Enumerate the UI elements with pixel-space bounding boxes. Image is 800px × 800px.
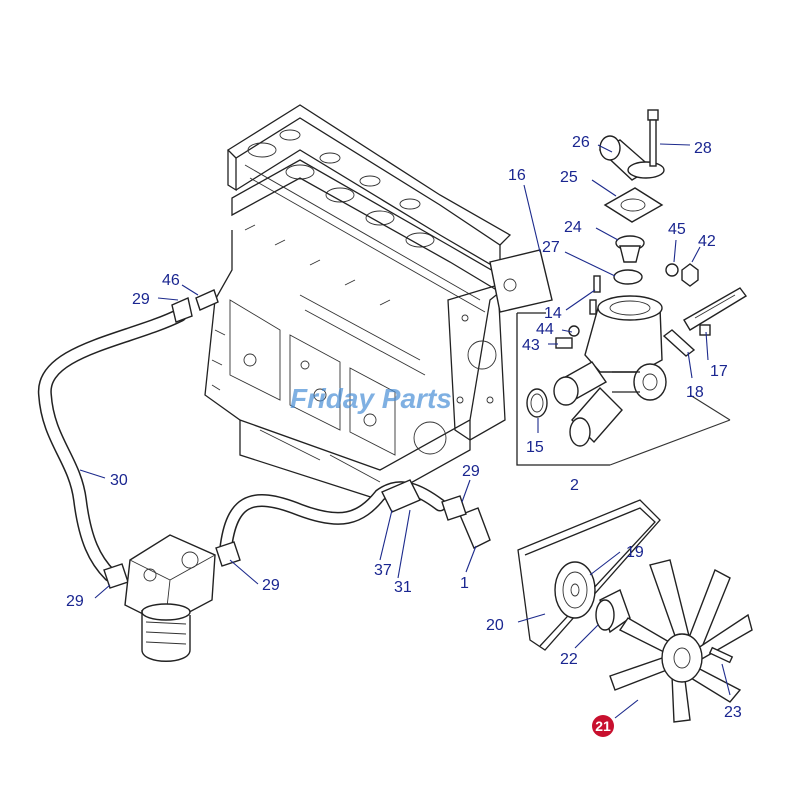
label-1: 1 xyxy=(460,575,469,592)
badge-21: 21 xyxy=(592,715,614,737)
callout-labels: 16 26 28 25 24 27 45 42 14 44 43 17 18 1… xyxy=(66,134,742,721)
label-31: 31 xyxy=(394,579,412,596)
adjuster-bar-17 xyxy=(683,287,748,331)
water-pump-assembly xyxy=(516,295,667,466)
label-27: 27 xyxy=(542,239,560,256)
label-44: 44 xyxy=(536,321,554,338)
label-23: 23 xyxy=(724,704,742,721)
label-14: 14 xyxy=(544,305,562,322)
label-18: 18 xyxy=(686,384,704,401)
label-29-top-left: 29 xyxy=(132,291,150,308)
fan-assembly xyxy=(517,499,753,723)
filter-assembly xyxy=(124,534,216,662)
label-2: 2 xyxy=(570,477,579,494)
label-22: 22 xyxy=(560,651,578,668)
label-15: 15 xyxy=(526,439,544,456)
engine-block xyxy=(204,104,512,501)
label-20: 20 xyxy=(486,617,504,634)
label-28: 28 xyxy=(694,140,712,157)
label-24: 24 xyxy=(564,219,582,236)
watermark: Friday Parts xyxy=(290,383,452,414)
label-42: 42 xyxy=(698,233,716,250)
label-16: 16 xyxy=(508,167,526,184)
fitting-1 xyxy=(459,507,491,549)
bolt-18 xyxy=(662,329,696,357)
label-29-bottom-left: 29 xyxy=(66,593,84,610)
label-21: 21 xyxy=(595,718,611,734)
label-17: 17 xyxy=(710,363,728,380)
label-45: 45 xyxy=(668,221,686,238)
label-29-right: 29 xyxy=(462,463,480,480)
label-46: 46 xyxy=(162,272,180,289)
o-ring-15 xyxy=(526,388,548,418)
label-29-center: 29 xyxy=(262,577,280,594)
label-37: 37 xyxy=(374,562,392,579)
label-19: 19 xyxy=(626,544,644,561)
label-25: 25 xyxy=(560,169,578,186)
label-43: 43 xyxy=(522,337,540,354)
gasket-16 xyxy=(489,249,553,313)
label-30: 30 xyxy=(110,472,128,489)
thermostat-parts xyxy=(555,109,699,349)
leader-lines xyxy=(79,143,731,719)
label-26: 26 xyxy=(572,134,590,151)
